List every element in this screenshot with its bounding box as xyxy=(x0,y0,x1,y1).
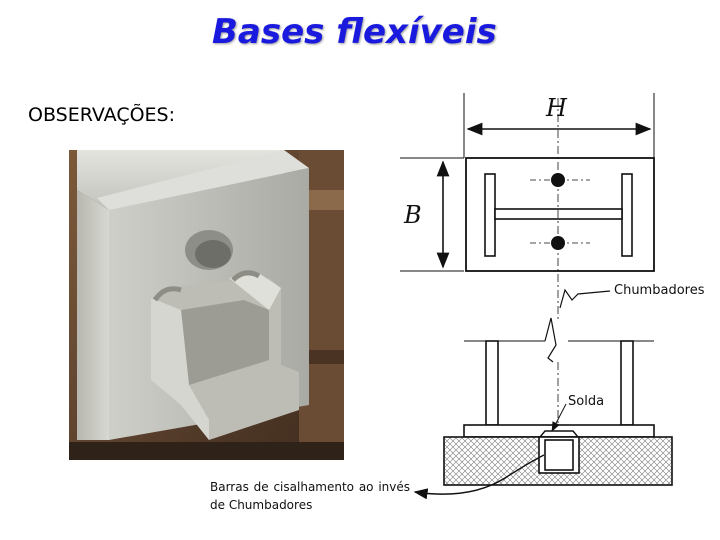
elevation-flange-left xyxy=(485,340,499,426)
dimension-b-label: B xyxy=(404,201,422,229)
plan-flange-left xyxy=(484,173,496,257)
plan-web xyxy=(494,208,623,220)
anchor-bolt-top xyxy=(551,173,565,187)
dimension-h-label: H xyxy=(546,94,567,122)
barras-arrow xyxy=(413,454,545,500)
slide-title: Bases flexíveis xyxy=(212,12,497,52)
plan-flange-right xyxy=(621,173,633,257)
shear-bar xyxy=(544,439,574,471)
solda-label: Solda xyxy=(568,394,605,409)
solda-leader xyxy=(551,403,567,432)
anchor-bolt-bottom xyxy=(551,236,565,250)
chumbadores-leader xyxy=(559,288,611,309)
base-plate-photo xyxy=(69,150,344,460)
observations-heading: OBSERVAÇÕES: xyxy=(28,104,176,126)
shear-bar-caption: Barras de cisalhamento ao invés de Chumb… xyxy=(210,480,410,512)
elevation-flange-right xyxy=(620,340,634,426)
break-line xyxy=(544,317,557,363)
chumbadores-label: Chumbadores xyxy=(614,283,705,298)
